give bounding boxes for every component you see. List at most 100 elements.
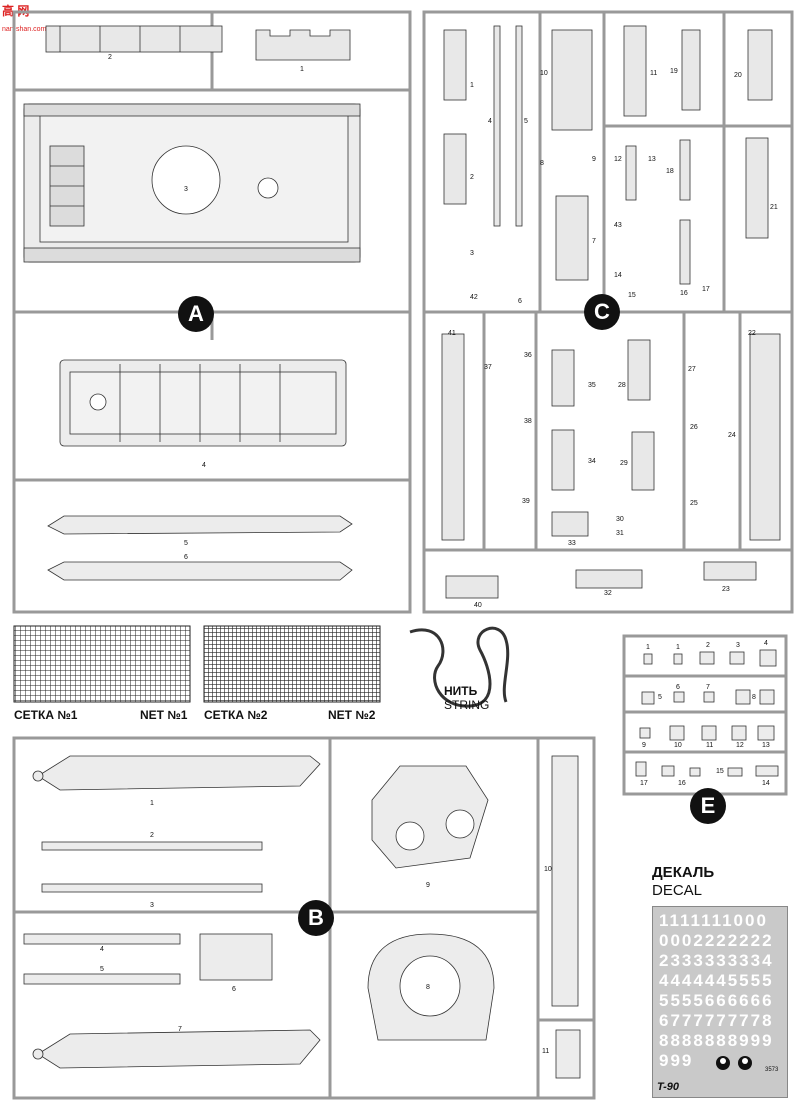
sprue-c-label-12: 12 bbox=[614, 156, 622, 163]
sprue-c-label-2: 2 bbox=[470, 174, 474, 181]
sprue-c-label-22: 22 bbox=[748, 330, 756, 337]
decal-model: T-90 bbox=[657, 1081, 680, 1093]
sprue-c-label-10: 10 bbox=[540, 70, 548, 77]
decal-row-1: 1111111000 bbox=[659, 911, 768, 930]
sprue-c-label-42: 42 bbox=[470, 294, 478, 301]
sprue-a-part-4 bbox=[59, 359, 347, 447]
sprue-c-label-8: 8 bbox=[540, 160, 544, 167]
net-1-label-ru: СЕТКА №1 bbox=[14, 708, 78, 722]
net-2-label-ru: СЕТКА №2 bbox=[204, 708, 268, 722]
decal-row-4: 4444445555 bbox=[659, 971, 774, 990]
sprue-b-letter: B bbox=[298, 900, 334, 936]
sprue-a-part-3 bbox=[23, 103, 361, 263]
sprue-e-label-17: 17 bbox=[640, 780, 648, 787]
sprue-e-label-12: 12 bbox=[736, 742, 744, 749]
sprue-b-part-7 bbox=[37, 1029, 321, 1069]
sprue-a-label-1: 1 bbox=[300, 66, 304, 73]
net-2 bbox=[203, 625, 381, 703]
sprue-c-label-33: 33 bbox=[568, 540, 576, 547]
decal-emblem-icons bbox=[716, 1056, 752, 1070]
sprue-c-label-7: 7 bbox=[592, 238, 596, 245]
sprue-c-part-2 bbox=[443, 133, 467, 205]
sprue-c-label-41: 41 bbox=[448, 330, 456, 337]
sprue-c-label-11: 11 bbox=[650, 70, 658, 77]
sprue-a-part-6 bbox=[47, 561, 353, 581]
sprue-c-label-37: 37 bbox=[484, 364, 492, 371]
sprue-b-part-3 bbox=[41, 883, 263, 893]
sprue-c-part-10 bbox=[551, 29, 593, 131]
sprue-c-part-40 bbox=[445, 575, 499, 599]
decal-row-6: 6777777778 bbox=[659, 1011, 774, 1030]
site-logo-url: nan-shan.com bbox=[2, 26, 47, 33]
sprue-b-part-10 bbox=[551, 755, 579, 1007]
sprue-c-label-40: 40 bbox=[474, 602, 482, 609]
sprue-b-label-2: 2 bbox=[150, 832, 154, 839]
sprue-c-label-38: 38 bbox=[524, 418, 532, 425]
sprue-c-part-21 bbox=[745, 137, 769, 239]
decal-row-7: 8888888999 bbox=[659, 1031, 774, 1050]
net-1 bbox=[13, 625, 191, 703]
sprue-c-label-39: 39 bbox=[522, 498, 530, 505]
sprue-a-part-1 bbox=[255, 29, 351, 61]
sprue-e-label-2: 2 bbox=[706, 642, 710, 649]
sprue-c-part-5 bbox=[515, 25, 523, 227]
sprue-c-label-36: 36 bbox=[524, 352, 532, 359]
sprue-c-label-1: 1 bbox=[470, 82, 474, 89]
sprue-b-label-10: 10 bbox=[544, 866, 552, 873]
sprue-e-label-14: 14 bbox=[762, 780, 770, 787]
sprue-c-part-19 bbox=[681, 29, 701, 111]
decal-row-3: 2333333334 bbox=[659, 951, 774, 970]
sprue-c-label-29: 29 bbox=[620, 460, 628, 467]
sprue-a-label-4: 4 bbox=[202, 462, 206, 469]
decal-code: 3573 bbox=[765, 1067, 779, 1073]
sprue-b-part-2 bbox=[41, 841, 263, 851]
sprue-c-label-4: 4 bbox=[488, 118, 492, 125]
sprue-b-part-5 bbox=[23, 973, 181, 985]
decal-row-8: 999 bbox=[659, 1051, 694, 1070]
sprue-e-label-13: 13 bbox=[762, 742, 770, 749]
sprue-b-part-11 bbox=[555, 1029, 581, 1079]
sprue-c-label-14: 14 bbox=[614, 272, 622, 279]
string-label-ru: НИТЬ bbox=[444, 684, 478, 698]
sprue-b-label-4: 4 bbox=[100, 946, 104, 953]
sprue-a-part-5 bbox=[47, 515, 353, 535]
sprue-e-label-3: 3 bbox=[736, 642, 740, 649]
sprue-c-letter: C bbox=[584, 294, 620, 330]
sprue-c-part-11 bbox=[623, 25, 647, 117]
decal-row-2: 0002222222 bbox=[659, 931, 774, 950]
sprue-c-label-23: 23 bbox=[722, 586, 730, 593]
sprue-c-label-30: 30 bbox=[616, 516, 624, 523]
net-1-label-en: NET №1 bbox=[140, 708, 188, 722]
sprue-e-label-1a: 1 bbox=[646, 644, 650, 651]
sprue-b-label-11: 11 bbox=[542, 1048, 550, 1055]
sprue-e-label-10: 10 bbox=[674, 742, 682, 749]
sprue-c-label-35: 35 bbox=[588, 382, 596, 389]
sprue-c-label-16: 16 bbox=[680, 290, 688, 297]
sprue-b-label-6: 6 bbox=[232, 986, 236, 993]
sprue-e-label-11: 11 bbox=[706, 742, 714, 749]
sprue-c-label-13: 13 bbox=[648, 156, 656, 163]
sprue-a-label-5: 5 bbox=[184, 540, 188, 547]
sprue-b-part-4 bbox=[23, 933, 181, 945]
sprue-b-label-5: 5 bbox=[100, 966, 104, 973]
sprue-a-label-2: 2 bbox=[108, 54, 112, 61]
sprue-e-label-1b: 1 bbox=[676, 644, 680, 651]
sprue-c-part-18 bbox=[679, 139, 691, 201]
sprue-c-part-35 bbox=[551, 349, 575, 407]
sprue-c-label-17: 17 bbox=[702, 286, 710, 293]
net-2-label-en: NET №2 bbox=[328, 708, 376, 722]
sprue-c-part-33 bbox=[551, 511, 589, 537]
sprue-c-label-28: 28 bbox=[618, 382, 626, 389]
sprue-a-letter: A bbox=[178, 296, 214, 332]
sprue-c-label-32: 32 bbox=[604, 590, 612, 597]
sprue-c-label-3: 3 bbox=[470, 250, 474, 257]
sprue-c-part-12 bbox=[625, 145, 637, 201]
decal-title-en: DECAL bbox=[652, 882, 703, 899]
sprue-e-label-7: 7 bbox=[706, 684, 710, 691]
sprue-c-part-34 bbox=[551, 429, 575, 491]
sprue-c-label-27: 27 bbox=[688, 366, 696, 373]
sprue-c-label-20: 20 bbox=[734, 72, 742, 79]
